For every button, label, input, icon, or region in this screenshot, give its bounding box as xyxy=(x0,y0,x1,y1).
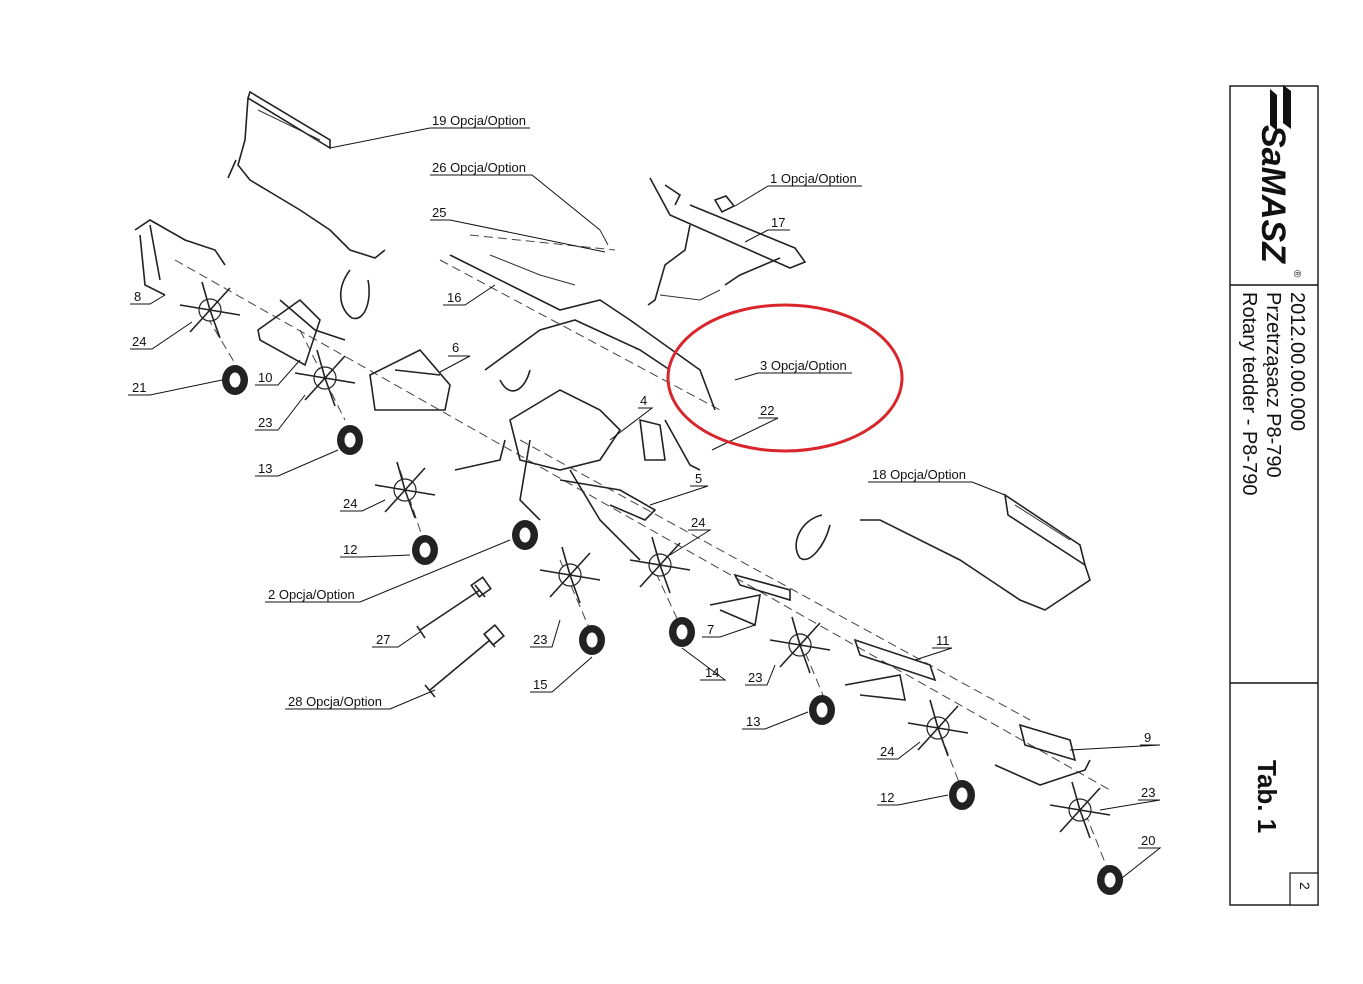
callout-24-b: 24 xyxy=(691,515,705,530)
rotor xyxy=(629,536,691,594)
callout-13-a: 13 xyxy=(258,461,272,476)
wheel xyxy=(809,695,835,725)
callout-labels: 19 Opcja/Option 26 Opcja/Option 1 Opcja/… xyxy=(132,113,1155,848)
rotor xyxy=(294,349,356,407)
drawing-number: 2012.00.00.000 xyxy=(1286,292,1308,431)
callout-12-a: 12 xyxy=(343,542,357,557)
callout-19: 19 Opcja/Option xyxy=(432,113,526,128)
guard-frame-18 xyxy=(795,493,1091,611)
callout-23-a: 23 xyxy=(258,415,272,430)
rotor xyxy=(179,281,241,339)
callout-leaders xyxy=(128,127,1162,879)
callout-21: 21 xyxy=(132,380,146,395)
callout-25: 25 xyxy=(432,205,446,220)
callout-24-c: 24 xyxy=(343,496,357,511)
wheel xyxy=(579,625,605,655)
callout-4: 4 xyxy=(640,393,647,408)
callout-6: 6 xyxy=(452,340,459,355)
wheel xyxy=(1097,865,1123,895)
wheel xyxy=(412,535,438,565)
callout-28: 28 Opcja/Option xyxy=(288,694,382,709)
wheel xyxy=(949,780,975,810)
callout-13-b: 13 xyxy=(746,714,760,729)
registered-mark: ® xyxy=(1291,270,1302,278)
wheel xyxy=(222,365,248,395)
rotor xyxy=(907,699,969,757)
callout-18: 18 Opcja/Option xyxy=(872,467,966,482)
product-name-en: Rotary tedder - P8-790 xyxy=(1238,292,1260,495)
rotor xyxy=(374,461,436,519)
wheel xyxy=(337,425,363,455)
callout-22: 22 xyxy=(760,403,774,418)
callout-15: 15 xyxy=(533,677,547,692)
wheel xyxy=(669,617,695,647)
callout-27: 27 xyxy=(376,632,390,647)
callout-20: 20 xyxy=(1141,833,1155,848)
callout-23-b: 23 xyxy=(533,632,547,647)
callout-8: 8 xyxy=(134,289,141,304)
callout-26: 26 Opcja/Option xyxy=(432,160,526,175)
samasz-logo-icon xyxy=(1270,85,1291,131)
callout-16: 16 xyxy=(447,290,461,305)
callout-12-b: 12 xyxy=(880,790,894,805)
central-frame xyxy=(134,219,1091,786)
callout-3: 3 Opcja/Option xyxy=(760,358,847,373)
front-frame-17 xyxy=(647,177,807,306)
wheel xyxy=(512,520,538,550)
wheels xyxy=(222,365,1123,895)
rotor xyxy=(539,546,601,604)
rotors xyxy=(179,281,1111,839)
callout-9: 9 xyxy=(1144,730,1151,745)
highlight-circle xyxy=(666,303,904,453)
table-number: Tab. 1 xyxy=(1252,760,1282,833)
assembly-axes xyxy=(174,234,1111,876)
brand-logo: SaMASZ xyxy=(1254,125,1292,264)
title-block: SaMASZ ® 2012.00.00.000 Przetrząsacz P8-… xyxy=(1229,85,1319,906)
callout-11: 11 xyxy=(936,633,950,648)
guard-frame-19 xyxy=(227,90,386,320)
rotor xyxy=(1049,781,1111,839)
page-number: 2 xyxy=(1297,882,1313,890)
callout-14: 14 xyxy=(705,665,719,680)
callout-23-c: 23 xyxy=(748,670,762,685)
callout-5: 5 xyxy=(695,471,702,486)
callout-1: 1 Opcja/Option xyxy=(770,171,857,186)
callout-2: 2 Opcja/Option xyxy=(268,587,355,602)
callout-24-a: 24 xyxy=(132,334,146,349)
callout-17: 17 xyxy=(771,215,785,230)
callout-23-d: 23 xyxy=(1141,785,1155,800)
drive-shafts xyxy=(416,576,505,698)
callout-7: 7 xyxy=(707,622,714,637)
callout-10: 10 xyxy=(258,370,272,385)
rotor xyxy=(769,616,831,674)
product-name-pl: Przetrząsacz P8-790 xyxy=(1262,292,1284,478)
callout-24-d: 24 xyxy=(880,744,894,759)
